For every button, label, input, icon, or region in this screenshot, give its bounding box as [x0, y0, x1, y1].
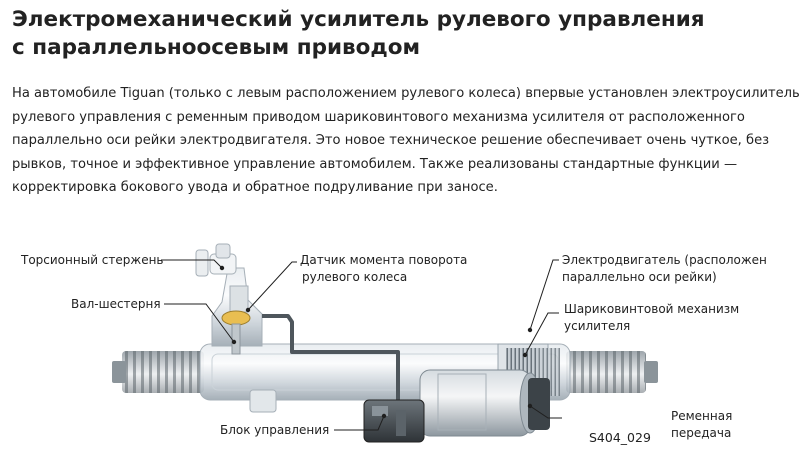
- leader-lines: [161, 259, 562, 431]
- figure-code: S404_029: [589, 430, 651, 445]
- intro-paragraph: На автомобиле Tiguan (только с левым рас…: [12, 82, 800, 200]
- title-line-1: Электромеханический усилитель рулевого у…: [12, 7, 705, 32]
- electric-motor: [419, 369, 550, 437]
- intro-line-1: На автомобиле Tiguan (только с левым рас…: [12, 86, 800, 101]
- intro-line-5: корректировка бокового увода и обратное …: [12, 180, 498, 195]
- control-unit: [363, 399, 425, 443]
- right-boot: [566, 351, 658, 393]
- leader-dots: [219, 265, 533, 419]
- intro-line-4: рывков, точное и эффективное управление …: [12, 156, 738, 172]
- intro-line-2: рулевого управления с ременным приводом …: [12, 109, 745, 125]
- label-torque-sensor: Датчик момента поворота рулевого колеса: [300, 253, 468, 284]
- label-ball-screw: Шариковинтовой механизм усилителя: [564, 302, 740, 333]
- label-electric-motor: Электродвигатель (расположен параллельно…: [562, 253, 767, 284]
- steering-rack-illustration: [112, 243, 658, 443]
- title-line-2: с параллельноосевым приводом: [12, 35, 421, 60]
- intro-line-3: параллельно оси рейки электродвигателя. …: [12, 133, 770, 148]
- label-torsion-bar: Торсионный стержень: [21, 253, 164, 267]
- steering-rack-figure: Торсионный стержень Вал-шестерня Блок уп…: [0, 230, 800, 461]
- label-belt-drive: Ременная передача: [671, 409, 733, 440]
- left-boot: [112, 351, 204, 393]
- label-pinion-shaft: Вал-шестерня: [71, 297, 161, 311]
- label-control-unit: Блок управления: [220, 423, 330, 437]
- page-title: Электромеханический усилитель рулевого у…: [12, 6, 792, 62]
- sensor-cable: [262, 314, 400, 420]
